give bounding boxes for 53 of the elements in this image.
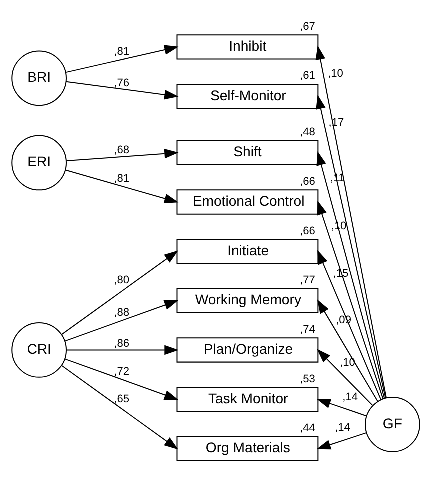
arrow [316, 94, 386, 398]
node-circle: BRI [12, 50, 67, 106]
arrow [66, 80, 179, 100]
node-label: ,61 [300, 70, 316, 82]
node-box: Working Memory [176, 288, 319, 313]
edge-label: ,81 [114, 172, 130, 184]
edge-label: ,14 [335, 421, 350, 434]
arrow [317, 348, 374, 406]
node-label: ,53 [300, 372, 316, 385]
arrow [61, 250, 178, 335]
arrow [316, 45, 387, 398]
edge-label: ,72 [114, 366, 130, 378]
arrow [317, 299, 378, 402]
edge-label: ,76 [114, 76, 130, 89]
edge-label: ,65 [114, 392, 130, 405]
arrow [316, 150, 386, 398]
arrow [64, 358, 179, 400]
edge-label: ,80 [114, 274, 130, 286]
edge-label: ,88 [114, 306, 130, 318]
node-label: ,74 [300, 323, 316, 336]
node-box: Shift [176, 140, 319, 165]
node-box: Emotional Control [176, 189, 319, 214]
node-box: Task Monitor [176, 386, 319, 412]
arrow [66, 148, 179, 162]
node-box: Org Materials [176, 436, 319, 461]
arrow [64, 300, 179, 342]
node-circle: CRI [12, 322, 67, 378]
node-box: Initiate [176, 238, 319, 264]
edge-label: ,14 [342, 391, 358, 404]
arrow [317, 200, 384, 399]
arrow [66, 344, 179, 355]
arrow [61, 364, 178, 450]
node-label: ,67 [300, 20, 316, 32]
node-box: Self-Monitor [176, 83, 319, 109]
node-box: Inhibit [176, 34, 319, 60]
node-label: ,77 [300, 274, 316, 286]
arrow [316, 398, 367, 416]
node-label: ,66 [300, 224, 316, 237]
arrow [318, 250, 382, 400]
edge-label: ,81 [114, 46, 130, 58]
edge-label: ,68 [114, 144, 130, 156]
arrow [316, 432, 367, 450]
arrow [66, 44, 179, 73]
edge-label: ,10 [340, 356, 356, 368]
node-box: Plan/Organize [176, 337, 319, 362]
edge-label: ,10 [328, 68, 344, 80]
edge-label: ,86 [114, 338, 130, 350]
node-label: ,44 [300, 422, 316, 434]
node-label: ,66 [300, 175, 316, 188]
arrow [66, 169, 179, 204]
node-circle: GF [365, 396, 420, 452]
node-label: ,48 [300, 126, 316, 138]
node-circle: ERI [12, 134, 67, 190]
